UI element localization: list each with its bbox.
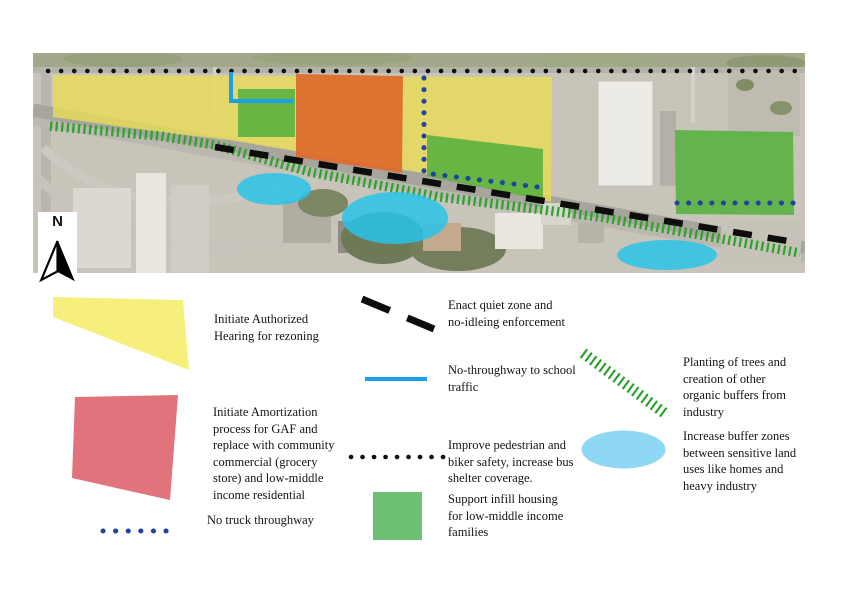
map-canvas — [33, 53, 805, 273]
legend-symbol-rezoning-zone — [53, 295, 193, 372]
legend-label-infill: Support infill housing for low-middle in… — [448, 492, 564, 539]
legend-symbol-buffer-ellipse — [581, 430, 666, 469]
gaf-site-overlay — [296, 74, 403, 173]
legend-symbol-quiet-zone-line — [358, 293, 438, 333]
quiet-zone-dashed-line — [214, 143, 801, 247]
no-truck-dotted-border-west — [421, 75, 541, 190]
legend-label-pedestrian: Improve pedestrian and biker safety, inc… — [448, 438, 574, 485]
north-label: N — [52, 213, 63, 230]
map-overlays — [45, 68, 801, 270]
legend-symbol-tree-buffer-line — [575, 345, 675, 423]
buffer-zone-ellipse-east — [617, 240, 717, 270]
tree-buffer-hatched-line — [49, 121, 801, 258]
legend-label-rezoning: Initiate Authorized Hearing for rezoning — [214, 312, 319, 343]
legend-label-no-truck: No truck throughway — [207, 513, 314, 527]
legend-symbol-infill-square — [373, 492, 422, 540]
school-no-throughway-line — [229, 72, 293, 103]
legend-symbol-pedestrian-line — [348, 452, 448, 462]
legend-label-school: No-throughway to school traffic — [448, 363, 576, 394]
legend-label-tree-buffer: Planting of trees and creation of other … — [683, 355, 787, 419]
legend-label-amortization: Initiate Amortization process for GAF an… — [213, 405, 335, 502]
buffer-zone-ellipse-center — [342, 192, 448, 244]
infill-zone-overlay-east — [675, 130, 794, 215]
legend-symbol-amortization-zone — [70, 393, 182, 503]
legend-symbol-school-line — [364, 375, 428, 383]
north-arrow-icon — [39, 240, 75, 283]
buffer-zone-ellipse-west — [237, 173, 311, 205]
north-arrow: N — [38, 212, 77, 283]
legend-symbol-no-truck-line — [100, 526, 170, 536]
infill-zone-overlay-west — [238, 89, 295, 137]
aerial-map-strip: N — [33, 53, 805, 283]
legend-label-buffer-zones: Increase buffer zones between sensitive … — [683, 429, 797, 493]
legend-label-quiet-zone: Enact quiet zone and no-idleing enforcem… — [448, 298, 565, 329]
